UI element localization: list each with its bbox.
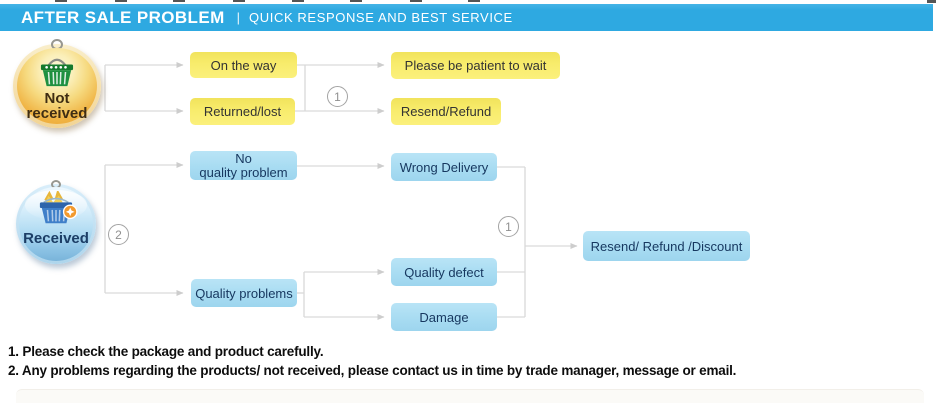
node-quality-defect: Quality defect (391, 258, 497, 286)
node-no-quality-problem-line1: No (235, 150, 252, 166)
footer-note-1: 1. Please check the package and product … (8, 344, 324, 359)
header-banner: AFTER SALE PROBLEM | QUICK RESPONSE AND … (0, 4, 933, 31)
not-received-label: Not received (26, 90, 88, 122)
node-resend-refund: Resend/Refund (391, 98, 501, 125)
not-received-badge: Not received (13, 39, 101, 128)
node-returned-lost: Returned/lost (190, 98, 295, 125)
node-no-quality-problem: No quality problem (190, 151, 297, 180)
blue-basket-icon (39, 191, 78, 224)
received-label: Received (23, 230, 89, 247)
received-badge: Received (16, 180, 96, 264)
node-resend-refund-discount: Resend/ Refund /Discount (583, 231, 750, 261)
banner-title: AFTER SALE PROBLEM (21, 7, 225, 27)
node-please-wait: Please be patient to wait (391, 52, 560, 79)
node-wrong-delivery: Wrong Delivery (391, 153, 497, 181)
banner-subtitle: QUICK RESPONSE AND BEST SERVICE (249, 10, 513, 25)
banner-separator: | (236, 10, 241, 25)
node-on-the-way: On the way (190, 52, 297, 78)
node-no-quality-problem-line2: quality problem (199, 164, 288, 180)
step-marker-1-bottom: 1 (498, 216, 519, 237)
footer-note-2: 2. Any problems regarding the products/ … (8, 363, 737, 378)
step-marker-2: 2 (108, 224, 129, 245)
green-basket-icon (40, 58, 74, 87)
bottom-section-edge (16, 389, 924, 403)
footer-notes: 1. Please check the package and product … (8, 342, 736, 380)
node-quality-problems: Quality problems (191, 279, 297, 307)
node-damage: Damage (391, 303, 497, 331)
step-marker-1-top: 1 (327, 86, 348, 107)
